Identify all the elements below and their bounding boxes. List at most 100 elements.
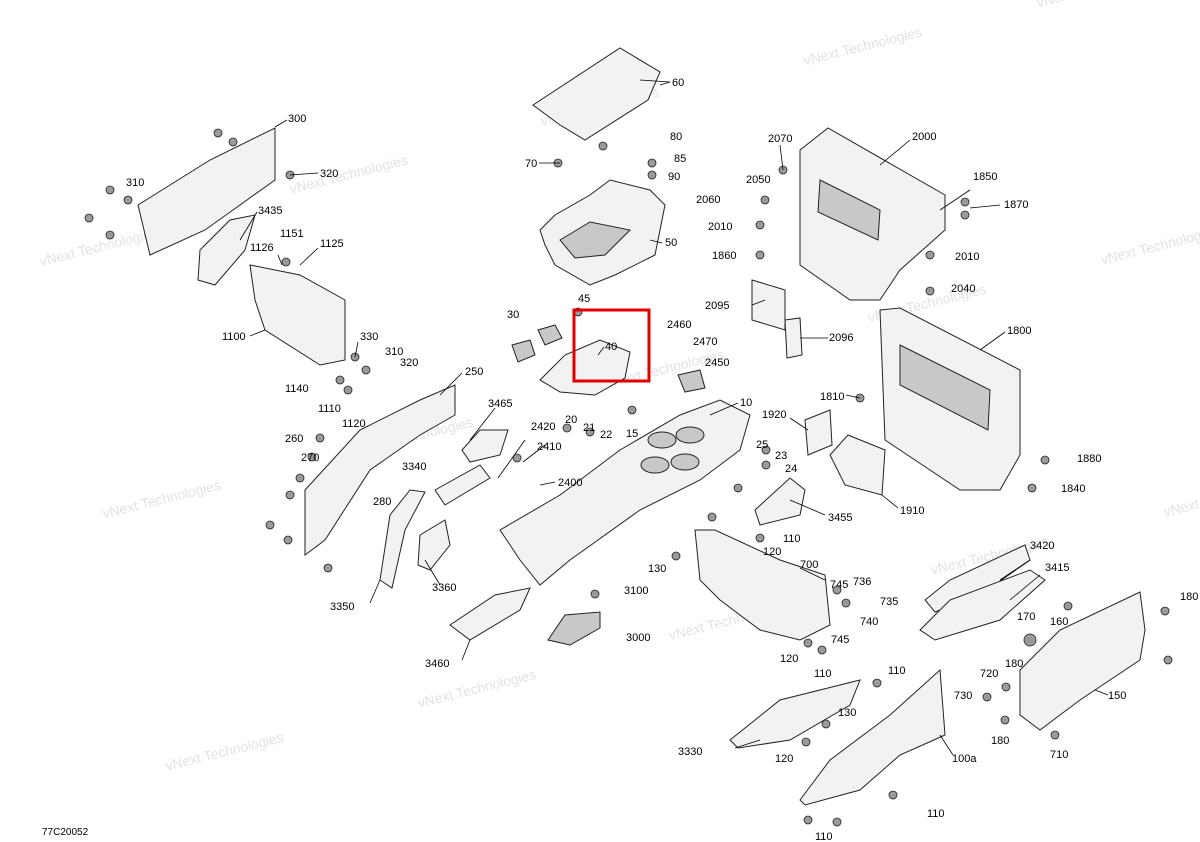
callout-110: 110 [927, 808, 945, 820]
callout-1920: 1920 [762, 409, 786, 421]
callout-710: 710 [1050, 749, 1068, 761]
callout-24: 24 [785, 463, 797, 475]
callout-720: 720 [980, 668, 998, 680]
watermark-text: vNext Technologies [38, 224, 159, 269]
callout-45: 45 [578, 293, 590, 305]
callout-320: 320 [320, 168, 338, 180]
callout-310: 310 [385, 346, 403, 358]
part-300-panel [137, 127, 276, 256]
callout-90: 90 [668, 171, 680, 183]
callout-110: 110 [814, 668, 832, 680]
callout-1140: 1140 [285, 383, 309, 395]
callout-2410: 2410 [537, 441, 561, 453]
part-10-center-console [499, 399, 751, 586]
part-3415 [919, 569, 1046, 641]
callout-70: 70 [525, 158, 537, 170]
callout-3435: 3435 [258, 205, 282, 217]
callout-2460: 2460 [667, 319, 691, 331]
callout-2470: 2470 [693, 336, 717, 348]
callout-60: 60 [672, 77, 684, 89]
callout-320: 320 [400, 357, 418, 369]
leader-lines [239, 81, 1109, 756]
part-150-panel [1019, 591, 1146, 731]
callout-2096: 2096 [829, 332, 853, 344]
callout-20: 20 [565, 414, 577, 426]
callout-120: 120 [775, 753, 793, 765]
callout-3360: 3360 [432, 582, 456, 594]
callout-1850: 1850 [973, 171, 997, 183]
part-250-panel [304, 384, 456, 556]
callout-160: 160 [1050, 616, 1068, 628]
callout-280: 280 [373, 496, 391, 508]
part-1910 [829, 434, 886, 496]
callout-1151: 1151 [280, 228, 304, 240]
callout-100a: 100a [952, 753, 977, 765]
callout-120: 120 [763, 546, 781, 558]
callout-22: 22 [600, 429, 612, 441]
callout-120: 120 [780, 653, 798, 665]
part-3000 [547, 611, 601, 646]
callout-3460: 3460 [425, 658, 449, 670]
part-3330 [729, 679, 861, 749]
callout-3100: 3100 [624, 585, 648, 597]
callout-1810: 1810 [820, 391, 844, 403]
part-3360 [417, 519, 451, 571]
callout-2070: 2070 [768, 133, 792, 145]
callout-745: 745 [831, 634, 849, 646]
callout-25: 25 [756, 439, 768, 451]
part-100a-panel [799, 668, 946, 806]
callout-2420: 2420 [531, 421, 555, 433]
callout-170: 170 [1017, 611, 1035, 623]
callout-2000: 2000 [912, 131, 936, 143]
part-2096 [784, 317, 803, 359]
callout-1125: 1125 [320, 238, 344, 250]
watermark-text: vNext Technologies [101, 477, 222, 522]
callout-80: 80 [670, 131, 682, 143]
callout-40: 40 [605, 341, 617, 353]
fasteners [84, 128, 1173, 827]
callout-3420: 3420 [1030, 540, 1054, 552]
callout-30: 30 [507, 309, 519, 321]
callout-1870: 1870 [1004, 199, 1028, 211]
highlight-box [572, 308, 651, 383]
callout-1910: 1910 [900, 505, 924, 517]
callout-2450: 2450 [705, 357, 729, 369]
callout-310: 310 [126, 177, 144, 189]
callout-2050: 2050 [746, 174, 770, 186]
callout-3455: 3455 [828, 512, 852, 524]
callout-3350: 3350 [330, 601, 354, 613]
callout-130: 130 [648, 563, 666, 575]
callout-3415: 3415 [1045, 562, 1069, 574]
callout-735: 735 [880, 596, 898, 608]
callout-21: 21 [583, 422, 595, 434]
callout-180: 180 [1180, 591, 1198, 603]
callout-730: 730 [954, 690, 972, 702]
callout-270: 270 [301, 452, 319, 464]
part-2450 [677, 369, 706, 393]
part-60-cover [532, 47, 661, 141]
callout-300: 300 [288, 113, 306, 125]
callout-1126: 1126 [250, 242, 274, 254]
part-1100 [249, 264, 346, 366]
part-3350 [379, 489, 426, 589]
callout-180: 180 [991, 735, 1009, 747]
callout-110: 110 [888, 665, 906, 677]
callout-740: 740 [860, 616, 878, 628]
watermark-text: vNext Technologies [1035, 0, 1156, 10]
callout-85: 85 [674, 153, 686, 165]
part-1920 [804, 409, 833, 456]
callout-50: 50 [665, 237, 677, 249]
callout-736: 736 [853, 576, 871, 588]
callout-1860: 1860 [712, 250, 736, 262]
callout-2095: 2095 [705, 300, 729, 312]
part-3340 [434, 464, 491, 506]
callout-2060: 2060 [696, 194, 720, 206]
callout-2010: 2010 [708, 221, 732, 233]
watermark-text: vNext Technologies [416, 666, 537, 711]
part-2095 [751, 279, 786, 331]
watermark-text: vNext Technologies [802, 24, 923, 69]
callout-23: 23 [775, 450, 787, 462]
callout-110: 110 [815, 831, 833, 842]
callout-2400: 2400 [558, 477, 582, 489]
watermark-text: vNext Technologies [1162, 475, 1200, 520]
